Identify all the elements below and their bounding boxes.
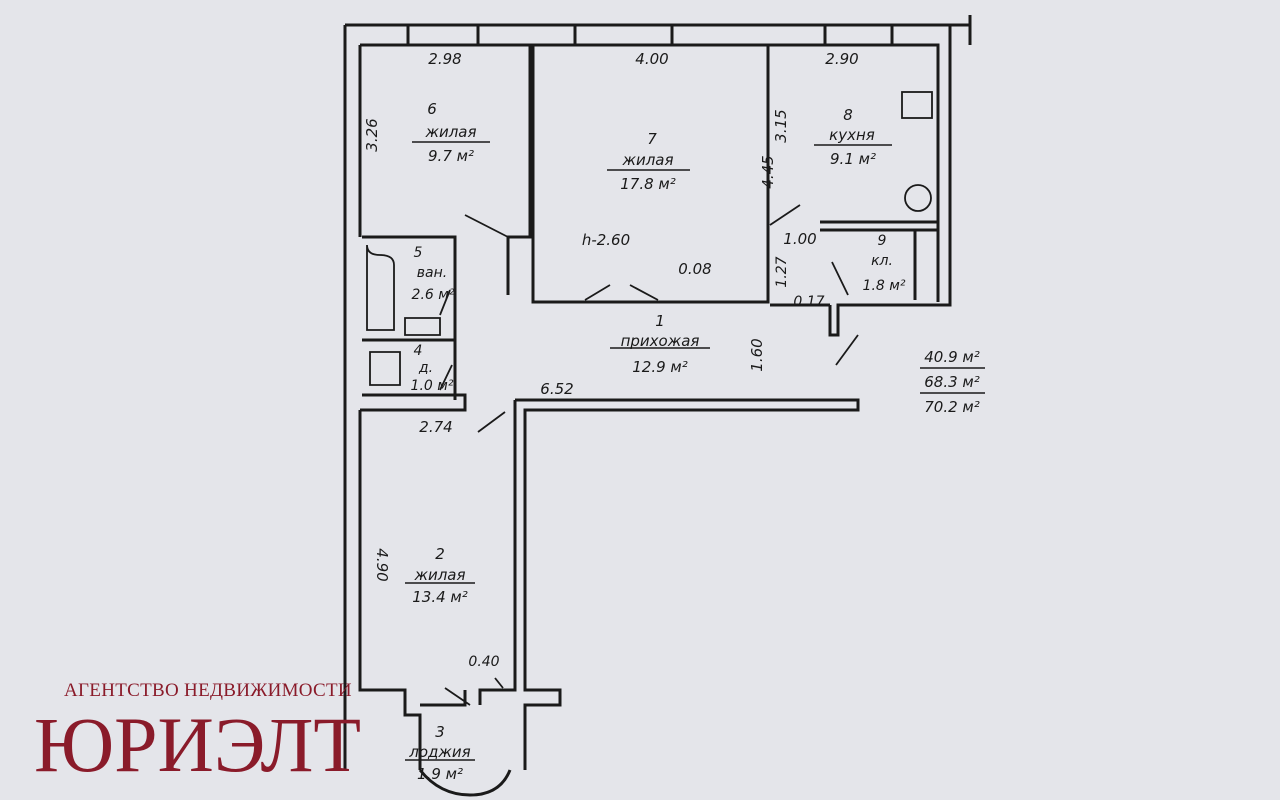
room-area: 9.1 м² — [830, 150, 876, 168]
room-number: 5 — [414, 245, 423, 261]
dimension-label: 3.15 — [772, 109, 790, 142]
room-6: 6 жилая 9.7 м² — [424, 100, 476, 165]
room-number: 2 — [435, 545, 445, 563]
dimension-label: 0.40 — [468, 654, 499, 670]
room-4: 4 д. 1.0 м² — [411, 343, 454, 394]
room-area: 1.9 м² — [417, 765, 463, 783]
dimension-label: 4.90 — [373, 548, 391, 581]
door-swings — [439, 204, 859, 706]
room-area: 1.0 м² — [411, 378, 454, 394]
room-number: 9 — [878, 233, 887, 249]
dimension-label: 4.00 — [635, 50, 668, 68]
room-name: лоджия — [408, 743, 470, 761]
living-area-total: 40.9 м² — [924, 348, 980, 366]
room-number: 1 — [655, 312, 665, 330]
room-3: 3 лоджия 1.9 м² — [408, 723, 470, 783]
watermark-subtitle: АГЕНТСТВО НЕДВИЖИМОСТИ — [64, 680, 352, 701]
dimension-label: 2.98 — [428, 50, 461, 68]
room-1: 1 прихожая 12.9 м² — [621, 312, 700, 376]
room-name: жилая — [413, 566, 465, 584]
dimension-label: 6.52 — [540, 380, 573, 398]
dimension-label: 0.08 — [678, 260, 711, 278]
room-name: жилая — [424, 123, 476, 141]
room-name: ван. — [417, 265, 447, 281]
total-area-with-loggia: 70.2 м² — [924, 398, 980, 416]
room-number: 3 — [435, 723, 445, 741]
room-9: 9 кл. 1.8 м² — [863, 233, 906, 294]
room-number: 4 — [414, 343, 423, 359]
dimension-label: 2.90 — [825, 50, 858, 68]
dimension-label: 1.60 — [748, 338, 766, 371]
room-number: 8 — [843, 106, 853, 124]
walls — [343, 15, 972, 797]
room-number: 7 — [647, 130, 657, 148]
watermark-brand: ЮРИЭЛТ — [34, 701, 362, 788]
dimension-label: 2.74 — [419, 418, 452, 436]
room-area: 13.4 м² — [412, 588, 468, 606]
room-area: 2.6 м² — [412, 287, 455, 303]
dimensions: 2.98 4.00 2.90 3.26 4.45 3.15 h-2.60 0.0… — [363, 50, 859, 670]
dimension-label: 3.26 — [363, 118, 381, 151]
room-area: 9.7 м² — [428, 147, 474, 165]
room-7: 7 жилая 17.8 м² — [620, 130, 676, 193]
area-underlines — [405, 141, 985, 761]
room-area: 17.8 м² — [620, 175, 676, 193]
room-name: жилая — [621, 151, 673, 169]
room-8: 8 кухня 9.1 м² — [829, 106, 876, 168]
room-area: 1.8 м² — [863, 278, 906, 294]
dimension-label: 4.45 — [759, 155, 777, 188]
room-area: 12.9 м² — [632, 358, 688, 376]
ceiling-height: h-2.60 — [582, 231, 630, 249]
room-name: д. — [418, 360, 433, 376]
dimension-label: 0.17 — [793, 294, 824, 310]
total-area: 68.3 м² — [924, 373, 980, 391]
room-name: прихожая — [621, 332, 700, 350]
dimension-label: 1.00 — [783, 230, 816, 248]
room-2: 2 жилая 13.4 м² — [412, 545, 468, 606]
room-name: кл. — [871, 253, 893, 269]
dimension-label: 1.27 — [774, 256, 790, 287]
room-name: кухня — [829, 126, 875, 144]
room-5: 5 ван. 2.6 м² — [412, 245, 455, 303]
room-number: 6 — [427, 100, 437, 118]
area-totals: 40.9 м² 68.3 м² 70.2 м² — [924, 348, 980, 416]
